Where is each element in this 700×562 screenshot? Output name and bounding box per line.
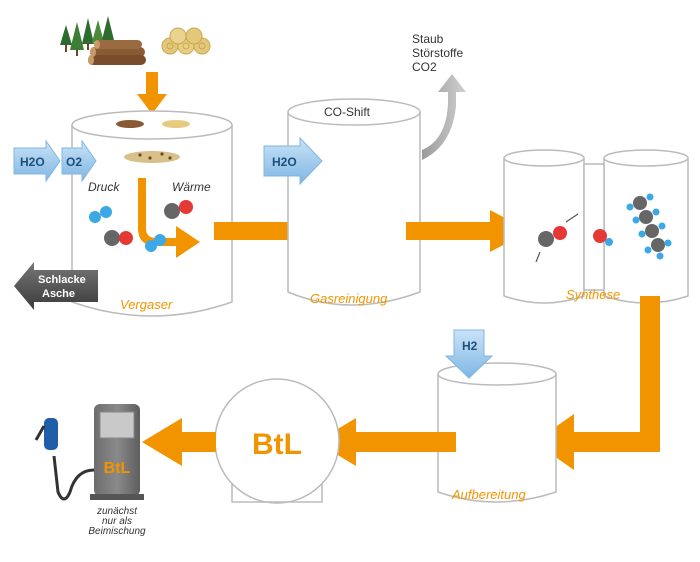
gasreinigung-label: Gasreinigung [310, 291, 388, 306]
h2-input-arrow [444, 329, 494, 379]
h2o-input-label: H2O [20, 155, 45, 169]
schlacke-label: Schlacke [38, 274, 86, 286]
pump-note-3: Beimischung [88, 526, 146, 537]
feed-arrow [137, 72, 167, 114]
oh-molecule-icon [593, 229, 613, 246]
pump-btl-label: BtL [104, 460, 131, 477]
h2o-input-arrow [13, 139, 61, 183]
synthese-label: Synthese [566, 287, 620, 302]
pump-note-2: nur als [102, 516, 132, 527]
biomass-chips-icon [116, 120, 190, 163]
h2-molecule-icon [89, 206, 112, 223]
h2o-input-label-2: H2O [272, 155, 297, 169]
waerme-label: Wärme [172, 180, 211, 194]
h2o-input-arrow-2 [263, 136, 323, 186]
fuel-pump-icon [34, 404, 144, 501]
vergaser-label: Vergaser [120, 297, 173, 312]
aufbereitung-label: Aufbereitung [451, 487, 526, 502]
o2-input-label: O2 [66, 155, 82, 169]
btl-tank-label: BtL [252, 428, 302, 461]
o2-input-arrow [61, 139, 97, 183]
wood-logs-icon [88, 40, 146, 65]
vergaser-tank [71, 110, 233, 317]
co-molecule-icon [104, 230, 133, 246]
hydrocarbon-chain-icon [626, 193, 672, 260]
exhaust-stoerstoffe: Störstoffe [412, 46, 463, 60]
flow-arrow-5 [142, 418, 216, 466]
slag-output-arrow [14, 262, 98, 310]
gasreinigung-tank [287, 98, 421, 306]
pump-note-1: zunächst [96, 506, 138, 517]
flow-arrow-3 [534, 296, 660, 470]
conifer-trees-icon [60, 16, 114, 56]
co-shift-label: CO-Shift [324, 105, 371, 119]
exhaust-staub: Staub [412, 32, 444, 46]
straw-bales-icon [161, 27, 211, 55]
synthese-tank [503, 149, 689, 304]
exhaust-arrow [422, 74, 466, 160]
co-molecule-icon [535, 213, 579, 263]
exhaust-co2: CO2 [412, 60, 437, 74]
co-molecule-icon [164, 200, 193, 219]
h2-input-label: H2 [462, 339, 478, 353]
h2-molecule-icon [145, 234, 166, 252]
druck-label: Druck [88, 180, 120, 194]
asche-label: Asche [42, 288, 75, 300]
btl-storage-tank [214, 378, 340, 504]
